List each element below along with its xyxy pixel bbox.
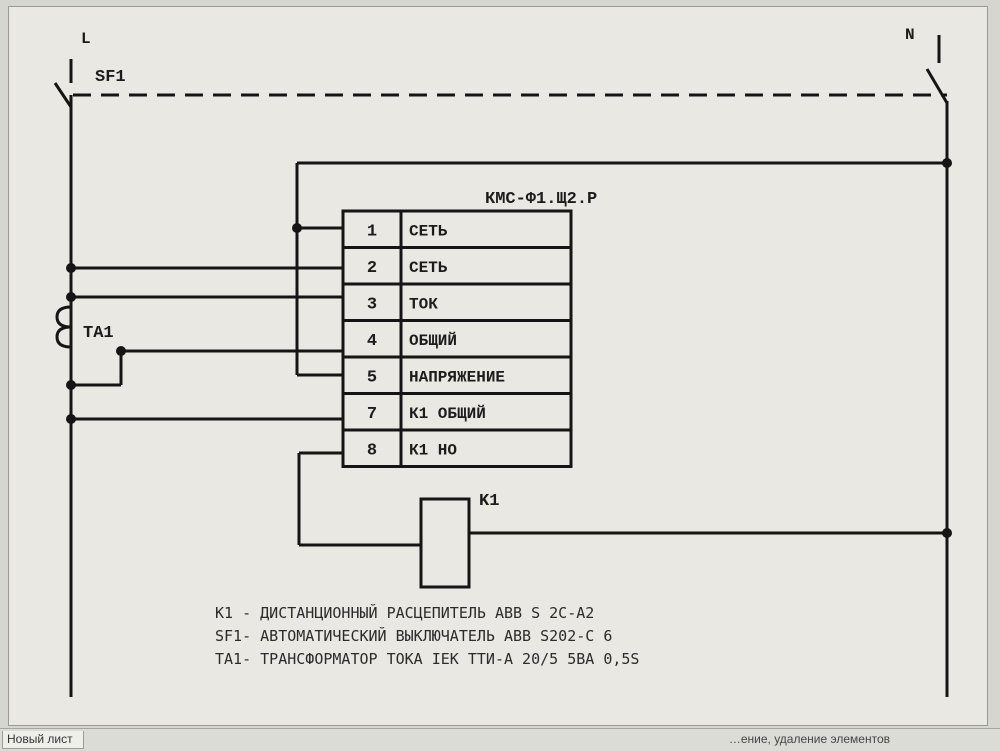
terminal-block-frame [341, 209, 573, 468]
terminal-number: 8 [367, 441, 377, 460]
relay-coil-k1 [419, 497, 471, 589]
junction-dot [292, 223, 302, 233]
terminal-name: К1 НО [409, 441, 457, 459]
junction-dot [66, 292, 76, 302]
component-legend: К1 - ДИСТАНЦИОННЫЙ РАСЦЕПИТЕЛЬ ABB S 2C-… [215, 603, 639, 668]
tab-new-sheet[interactable]: Новый лист [2, 731, 84, 749]
ta1-winding [55, 305, 72, 349]
legend-line-1: К1 - ДИСТАНЦИОННЫЙ РАСЦЕПИТЕЛЬ ABB S 2C-… [215, 603, 594, 622]
junction-dot [942, 528, 952, 538]
junction-dot [942, 158, 952, 168]
breaker-blade-left [53, 82, 73, 108]
neutral-label: N [905, 26, 915, 44]
junction-dot [66, 263, 76, 273]
status-bar: Новый лист …ение, удаление элементов [0, 728, 1000, 751]
terminal-number: 7 [367, 405, 377, 424]
terminal-name: ОБЩИЙ [409, 331, 457, 350]
junction-dot [66, 414, 76, 424]
legend-line-2: SF1- АВТОМАТИЧЕСКИЙ ВЫКЛЮЧАТЕЛЬ ABB S202… [215, 626, 612, 645]
junction-dot [66, 380, 76, 390]
transformer-label: TA1 [83, 324, 114, 343]
legend-line-3: TA1- ТРАНСФОРМАТОР ТОКА IEK ТТИ-А 20/5 5… [215, 650, 639, 668]
terminal-name: НАПРЯЖЕНИЕ [409, 368, 505, 386]
status-message: …ение, удаление элементов [728, 732, 890, 746]
device-title: КМС-Ф1.Щ2.Р [485, 190, 597, 209]
terminal-number: 3 [367, 295, 377, 314]
breaker-label: SF1 [95, 68, 126, 87]
breaker-blade-right [925, 68, 949, 104]
terminal-name: ТОК [409, 295, 438, 313]
terminal-name: СЕТЬ [409, 222, 448, 240]
junction-dot [116, 346, 126, 356]
terminal-number: 1 [367, 222, 377, 241]
terminal-name: К1 ОБЩИЙ [409, 404, 486, 423]
terminal-number: 4 [367, 332, 377, 351]
terminal-number: 5 [367, 368, 377, 387]
relay-label: K1 [479, 492, 499, 511]
phase-label: L [81, 30, 91, 48]
terminal-name: СЕТЬ [409, 259, 448, 277]
terminal-number: 2 [367, 259, 377, 278]
